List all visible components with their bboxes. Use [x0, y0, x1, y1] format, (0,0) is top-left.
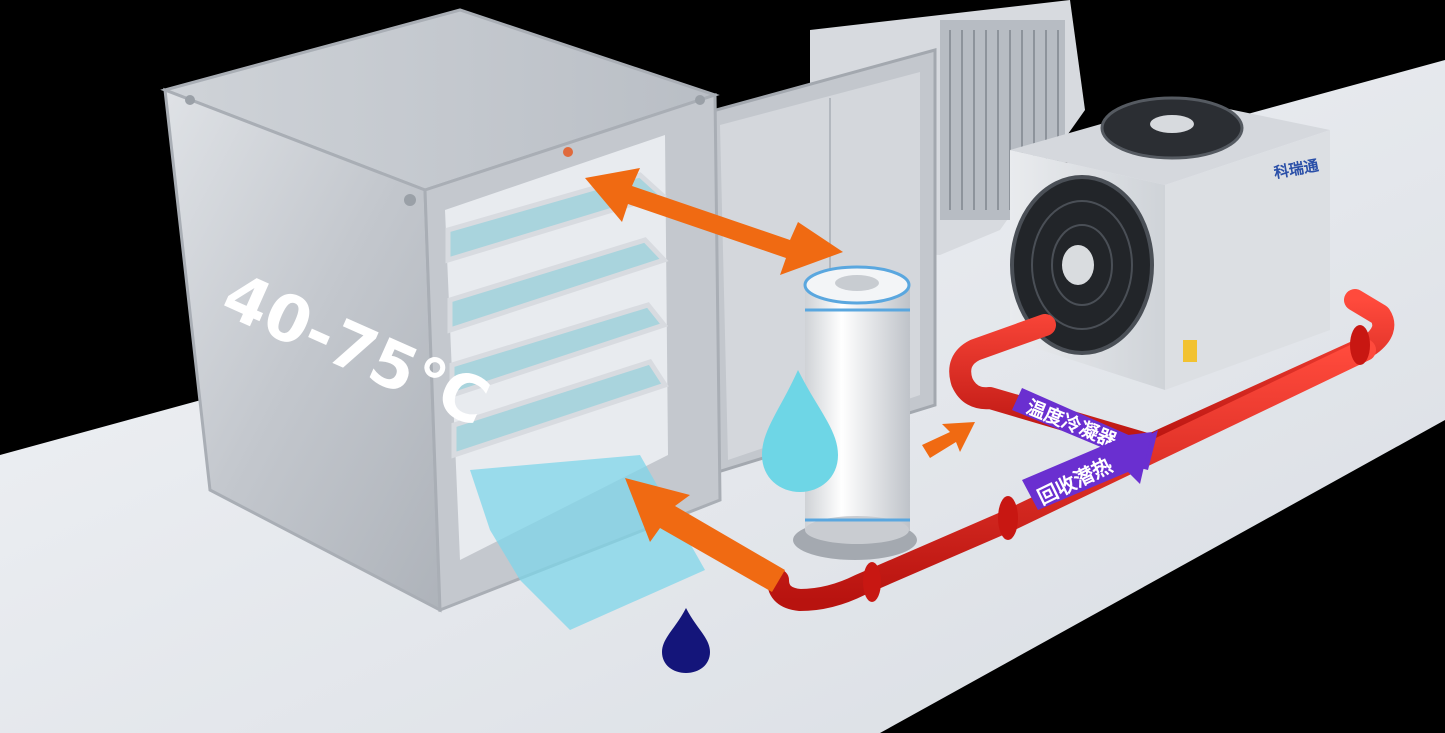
cylinder-tank — [793, 265, 917, 560]
water-drop-dark-icon — [662, 608, 710, 673]
warning-sticker — [1183, 340, 1197, 362]
heat-pump-unit: 科瑞通 — [1010, 96, 1330, 390]
refrigerant-pipe — [767, 289, 1395, 611]
front-fan-icon — [1010, 175, 1154, 355]
water-drop-light-icon — [762, 370, 838, 492]
orange-arrow-icon — [585, 168, 975, 592]
